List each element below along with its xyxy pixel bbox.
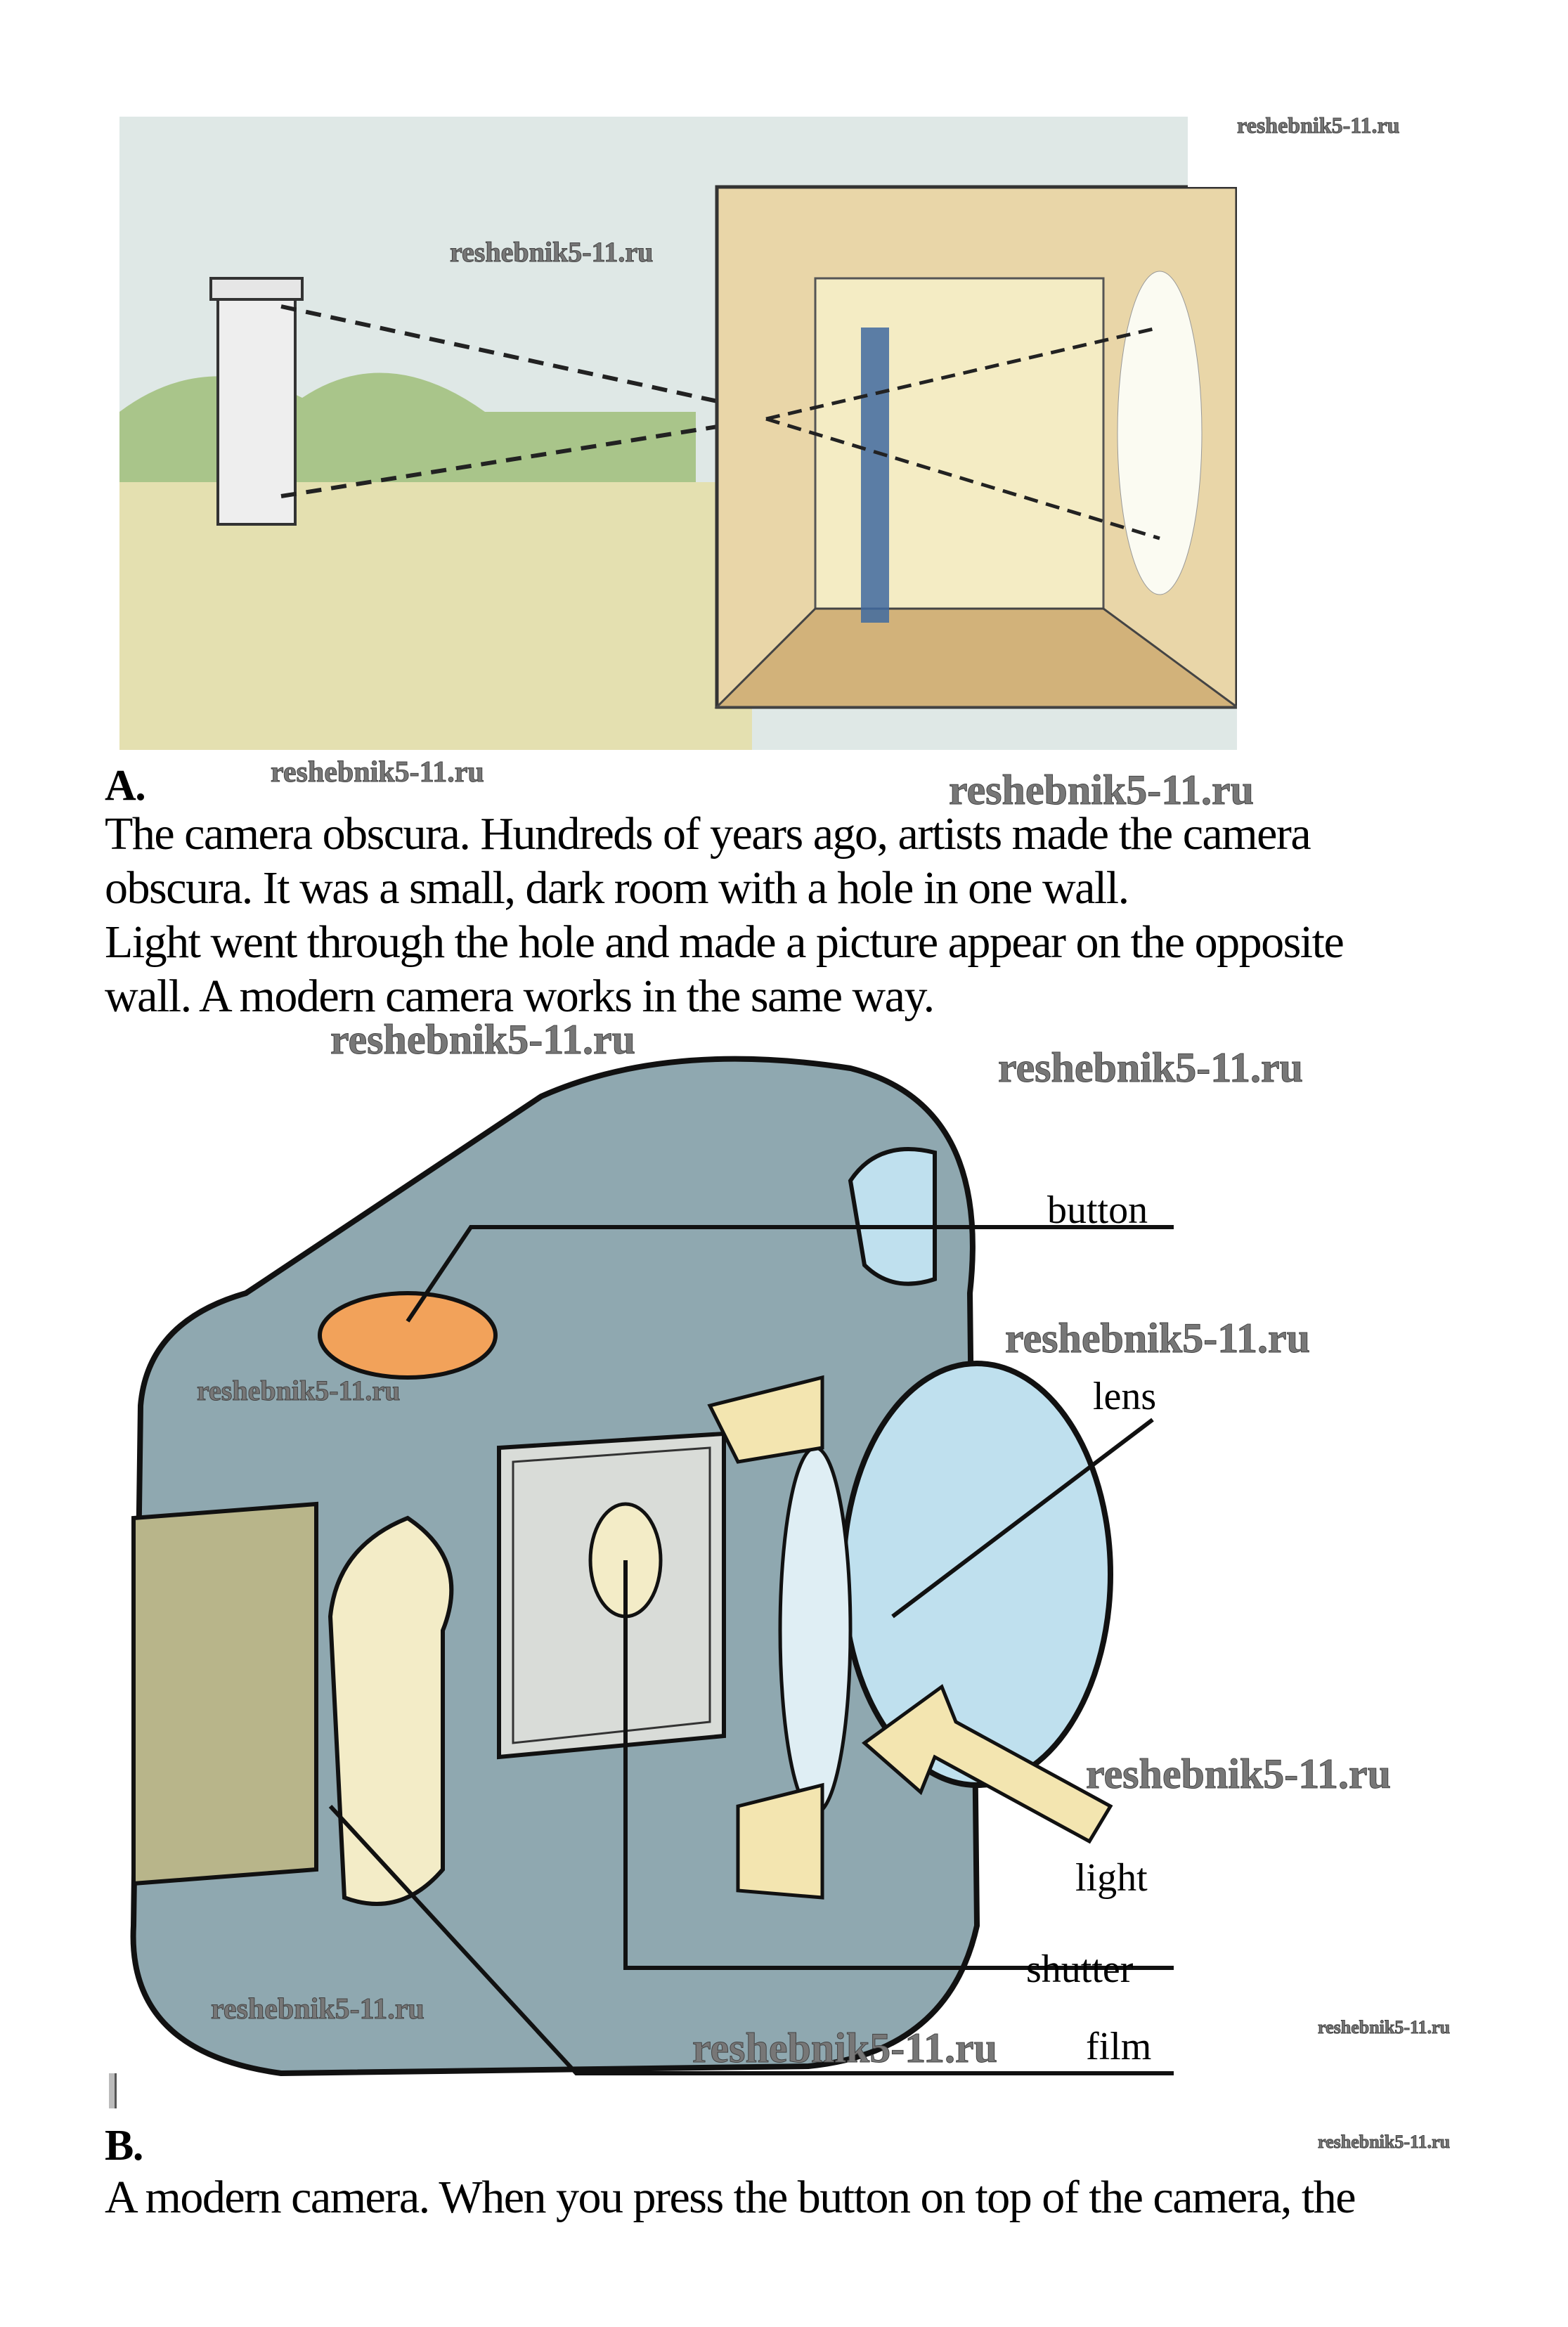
section-a-line-4: wall. A modern camera works in the same … [105,971,935,1022]
watermark: reshebnik5-11.ru [196,1375,401,1407]
watermark: reshebnik5-11.ru [692,2025,998,2072]
watermark: reshebnik5-11.ru [449,236,654,268]
section-a-line-3: Light went through the hole and made a p… [105,916,1345,968]
label-button: button [1047,1188,1148,1232]
section-a-heading: A. [105,762,146,810]
modern-camera-diagram [130,1056,1174,2077]
watermark: reshebnik5-11.ru [949,767,1255,814]
watermark: reshebnik5-11.ru [1317,2132,1451,2153]
watermark: reshebnik5-11.ru [1005,1315,1311,1362]
camera-obscura-illustration [119,117,1237,750]
section-b-line-1: A modern camera. When you press the butt… [105,2172,1356,2223]
watermark: reshebnik5-11.ru [330,1016,636,1063]
watermark: reshebnik5-11.ru [1236,112,1400,138]
watermark: reshebnik5-11.ru [1317,2017,1451,2038]
section-a-line-2: obscura. It was a small, dark room with … [105,862,1129,914]
label-lens: lens [1093,1375,1157,1418]
watermark: reshebnik5-11.ru [998,1044,1304,1091]
label-light: light [1075,1856,1148,1900]
margin-mark [109,2073,117,2108]
watermark: reshebnik5-11.ru [211,1993,425,2026]
section-a-line-1: The camera obscura. Hundreds of years ag… [105,808,1311,860]
label-film: film [1086,2025,1152,2068]
label-shutter: shutter [1026,1947,1134,1991]
section-b-heading: B. [105,2122,143,2170]
watermark: reshebnik5-11.ru [271,756,485,789]
watermark: reshebnik5-11.ru [1086,1751,1392,1798]
